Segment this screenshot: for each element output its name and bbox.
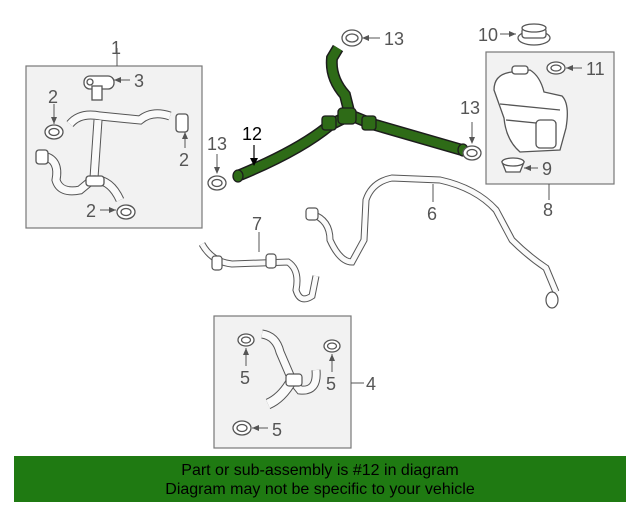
callout-13a: 13 [384,29,404,49]
clamp-11-part [546,61,566,75]
callout-3: 3 [134,71,144,91]
callout-7: 7 [252,214,262,234]
callout-10: 10 [478,25,498,45]
hose-assembly-1-part [35,109,189,203]
reservoir-8-group: 8 11 9 [485,51,615,220]
callout-5b: 5 [326,374,336,394]
callout-8: 8 [543,200,553,220]
callout-5c: 5 [272,420,282,440]
part-info-banner: Part or sub-assembly is #12 in diagram D… [14,456,626,502]
hose-7-part [198,242,320,303]
callout-4: 4 [366,374,376,394]
assembly-1-group: 1 3 2 [25,38,203,229]
callout-5a: 5 [240,368,250,388]
callout-6: 6 [427,204,437,224]
callout-2b: 2 [179,150,189,170]
callout-9: 9 [542,159,552,179]
callout-13c: 13 [460,98,480,118]
callout-13b: 13 [207,134,227,154]
reservoir-tank-part [493,65,568,153]
cap-10-part [517,23,551,46]
assembly-4-group: 4 5 5 5 [213,315,376,449]
hose-6-part [305,174,560,309]
clamp-13-part [207,29,482,191]
banner-line-2: Diagram may not be specific to your vehi… [165,481,475,498]
callout-2c: 2 [86,201,96,221]
callout-12: 12 [242,124,262,144]
connector-3-part [83,75,115,101]
clamp-2-part [44,124,136,220]
callout-2a: 2 [48,87,58,107]
clamp-5-part [232,333,341,436]
cap-9-part [501,157,525,173]
parts-diagram: 1 3 2 [25,23,615,449]
hose-12-highlighted-part [232,44,469,183]
hose-assembly-4-part [261,329,321,410]
banner-line-1: Part or sub-assembly is #12 in diagram [181,462,459,479]
callout-11: 11 [586,59,605,79]
callout-1: 1 [111,38,121,58]
